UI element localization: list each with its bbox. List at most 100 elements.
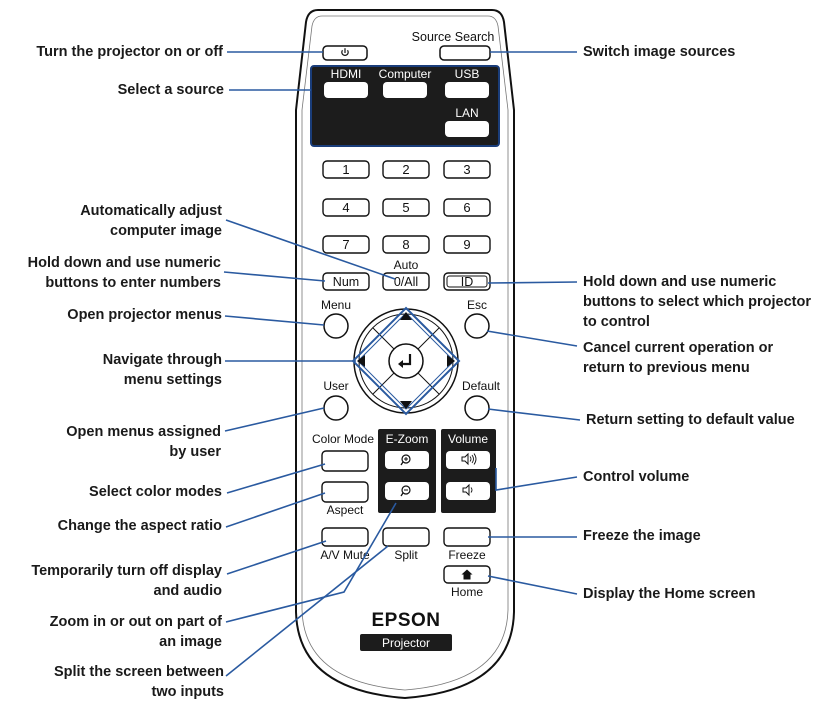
power-icon <box>341 48 349 56</box>
home-label: Home <box>451 585 483 599</box>
leader-volume <box>495 468 578 491</box>
digit-3-button[interactable] <box>443 160 491 179</box>
num-label: Num <box>333 275 359 289</box>
aspect-button[interactable] <box>321 481 369 503</box>
color-mode-button[interactable] <box>321 450 369 472</box>
leader-aspect <box>225 492 326 528</box>
dpad-up-button[interactable] <box>400 312 412 320</box>
usb-label: USB <box>455 67 480 81</box>
digit-2-button[interactable] <box>382 160 430 179</box>
leader-id <box>487 281 578 284</box>
leader-lines <box>486 51 581 595</box>
callout-menu: Open projector menus <box>67 307 222 323</box>
default-label: Default <box>462 379 501 393</box>
volume-down-icon <box>462 483 473 497</box>
dpad-down-button[interactable] <box>400 401 412 409</box>
callout-volume: Control volume <box>583 469 690 485</box>
usb-button[interactable] <box>445 82 489 98</box>
digit-7-label: 7 <box>342 237 349 252</box>
zoom-out-icon <box>400 485 411 497</box>
computer-label: Computer <box>379 67 432 81</box>
auto-label: Auto <box>394 258 419 272</box>
digit-1-button[interactable] <box>322 160 370 179</box>
zero-all-button[interactable] <box>382 272 430 291</box>
callout-aspect: Change the aspect ratio <box>57 518 222 534</box>
digit-4-button[interactable] <box>322 198 370 217</box>
leader-home <box>487 575 578 595</box>
digit-7-button[interactable] <box>322 235 370 254</box>
leader-e-zoom <box>225 502 397 623</box>
digit-3-label: 3 <box>463 162 470 177</box>
aspect-label: Aspect <box>327 503 364 517</box>
digit-9-label: 9 <box>463 237 470 252</box>
e-zoom-in-button[interactable] <box>385 451 429 469</box>
callout-freeze: Freeze the image <box>583 528 701 544</box>
split-label: Split <box>394 548 418 562</box>
user-label: User <box>323 379 348 393</box>
digit-6-button[interactable] <box>443 198 491 217</box>
lan-label: LAN <box>455 106 478 120</box>
digit-8-label: 8 <box>402 237 409 252</box>
home-icon <box>461 569 473 580</box>
leader-lines <box>223 51 397 677</box>
split-button[interactable] <box>382 527 430 547</box>
digit-1-label: 1 <box>342 162 349 177</box>
lan-button[interactable] <box>445 121 489 137</box>
model-label: Projector <box>382 636 430 650</box>
e-zoom-out-button[interactable] <box>385 482 429 500</box>
volume-label: Volume <box>448 432 488 446</box>
callout-select-source: Select a source <box>117 82 224 98</box>
callout-color-mode: Select color modes <box>89 484 222 500</box>
remote-body-inner <box>301 15 509 691</box>
freeze-button[interactable] <box>443 527 491 547</box>
callout-default: Return setting to default value <box>586 412 795 428</box>
callout-home: Display the Home screen <box>583 586 756 602</box>
volume-down-button[interactable] <box>446 482 490 500</box>
source-search-button[interactable] <box>439 45 491 61</box>
av-mute-button[interactable] <box>321 527 369 547</box>
digit-5-button[interactable] <box>382 198 430 217</box>
digit-5-label: 5 <box>402 200 409 215</box>
id-label: ID <box>461 275 474 289</box>
leader-num <box>223 271 326 282</box>
digit-4-label: 4 <box>342 200 349 215</box>
hdmi-button[interactable] <box>324 82 368 98</box>
enter-button[interactable] <box>388 343 424 379</box>
id-button-inner <box>446 275 488 288</box>
default-button[interactable] <box>464 395 490 421</box>
av-mute-label: A/V Mute <box>320 548 370 562</box>
digit-6-label: 6 <box>463 200 470 215</box>
computer-button[interactable] <box>383 82 427 98</box>
leader-split <box>225 545 389 677</box>
e-zoom-label: E-Zoom <box>386 432 429 446</box>
user-button[interactable] <box>323 395 349 421</box>
esc-button[interactable] <box>464 313 490 339</box>
zoom-in-icon <box>400 454 411 466</box>
dpad-left-button[interactable] <box>357 355 365 367</box>
menu-button[interactable] <box>323 313 349 339</box>
leader-menu <box>224 315 325 326</box>
enter-icon <box>398 354 412 368</box>
callout-source-search: Switch image sources <box>583 44 736 60</box>
brand-logo: EPSON <box>371 610 440 631</box>
digit-2-label: 2 <box>402 162 409 177</box>
leader-user <box>224 407 325 432</box>
digit-8-button[interactable] <box>382 235 430 254</box>
id-button[interactable] <box>443 272 491 291</box>
digit-9-button[interactable] <box>443 235 491 254</box>
leader-av-mute <box>226 540 327 575</box>
dpad-right-button[interactable] <box>447 355 455 367</box>
leader-esc <box>486 330 578 347</box>
leader-auto-adjust <box>225 219 396 280</box>
model-badge <box>360 634 452 651</box>
